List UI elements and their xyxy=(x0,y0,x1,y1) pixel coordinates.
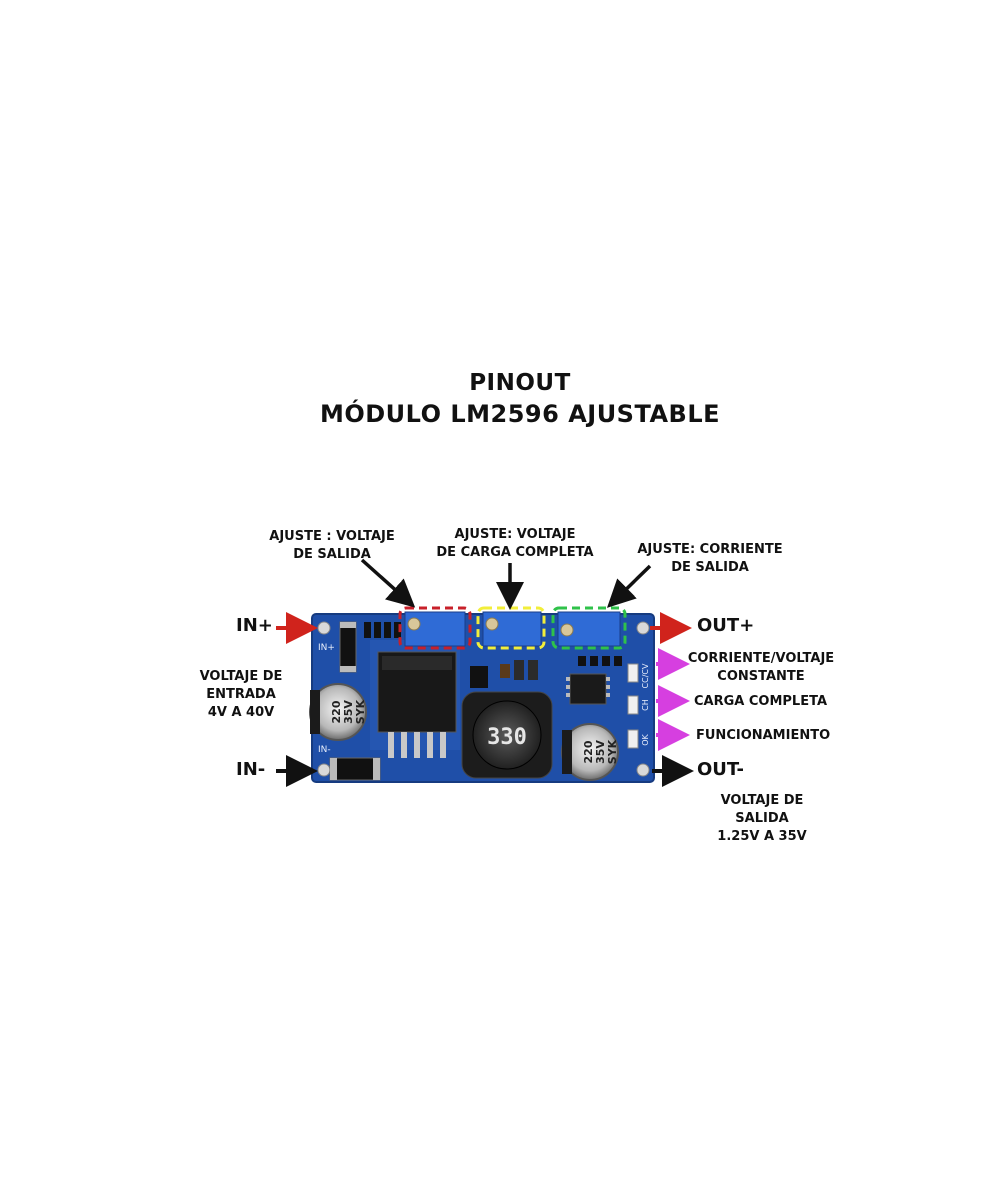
label-in-plus: IN+ xyxy=(236,615,273,636)
label-adjust-full-charge-line2: DE CARGA COMPLETA xyxy=(436,545,594,560)
label-adjust-output-current-line2: DE SALIDA xyxy=(671,560,749,575)
label-adjust-output-voltage-line2: DE SALIDA xyxy=(293,547,371,562)
smd-components xyxy=(500,656,622,680)
label-out-plus: OUT+ xyxy=(697,615,755,636)
capacitor-left-marking-3: SYK xyxy=(354,699,367,724)
diode-top xyxy=(339,621,357,673)
smd-resistors xyxy=(364,622,401,638)
inductor: 330 xyxy=(461,691,553,779)
led-charge xyxy=(627,695,639,715)
label-adjust-full-charge: AJUSTE: VOLTAJE DE CARGA COMPLETA xyxy=(425,526,605,562)
silk-ch: CH xyxy=(641,699,650,711)
capacitor-right-marking-3: SYK xyxy=(606,739,619,764)
label-led-cc-cv-line1: CORRIENTE/VOLTAJE xyxy=(687,651,835,666)
silk-in-minus: IN- xyxy=(318,745,331,755)
label-in-minus: IN- xyxy=(236,759,266,780)
label-led-cc-cv-line2: CONSTANTE xyxy=(717,669,805,684)
capacitor-left: 220 35V SYK xyxy=(309,683,367,741)
label-led-cc-cv: CORRIENTE/VOLTAJE CONSTANTE xyxy=(686,650,836,686)
highlight-box-red xyxy=(398,606,472,650)
diode-bottom xyxy=(329,757,381,781)
inductor-marking: 330 xyxy=(487,725,527,750)
arrow-adjust-output-current xyxy=(606,564,652,608)
arrow-adjust-output-voltage xyxy=(360,558,416,608)
capacitor-right-marking-2: 35V xyxy=(594,740,607,764)
label-led-charge: CARGA COMPLETA xyxy=(694,694,828,709)
label-adjust-output-current-line1: AJUSTE: CORRIENTE xyxy=(637,542,783,557)
capacitor-left-marking-2: 35V xyxy=(342,700,355,724)
capacitor-left-marking-1: 220 xyxy=(330,700,343,723)
title-line-1: PINOUT xyxy=(469,370,571,396)
label-out-minus: OUT- xyxy=(697,759,745,780)
label-output-voltage-line3: 1.25V A 35V xyxy=(717,829,807,844)
label-input-voltage: VOLTAJE DE ENTRADA 4V A 40V xyxy=(186,668,296,722)
label-output-voltage-line1: VOLTAJE DE xyxy=(720,793,804,808)
label-input-voltage-line2: ENTRADA xyxy=(206,687,276,702)
pad-in-minus xyxy=(317,763,331,777)
capacitor-right-marking-1: 220 xyxy=(582,740,595,763)
led-cc-cv xyxy=(627,663,639,683)
highlight-box-green xyxy=(551,606,627,650)
label-output-voltage-line2: SALIDA xyxy=(735,811,789,826)
silk-cc-cv: CC/CV xyxy=(641,663,650,688)
silk-in-plus: IN+ xyxy=(318,643,335,653)
transistor xyxy=(470,666,488,688)
title-line-2: MÓDULO LM2596 AJUSTABLE xyxy=(319,400,721,428)
potentiometer-full-charge[interactable] xyxy=(482,611,542,647)
label-adjust-output-voltage-line1: AJUSTE : VOLTAJE xyxy=(269,529,395,544)
label-adjust-full-charge-line1: AJUSTE: VOLTAJE xyxy=(454,527,576,542)
pad-in-plus xyxy=(317,621,331,635)
label-input-voltage-line1: VOLTAJE DE xyxy=(199,669,283,684)
pad-out-minus xyxy=(636,763,650,777)
label-led-operation: FUNCIONAMIENTO xyxy=(696,728,831,743)
control-ic xyxy=(566,673,610,705)
potentiometer-output-voltage[interactable] xyxy=(404,611,466,647)
pad-out-plus xyxy=(636,621,650,635)
regulator-chip xyxy=(377,651,457,758)
label-adjust-output-voltage: AJUSTE : VOLTAJE DE SALIDA xyxy=(258,528,406,564)
led-operation xyxy=(627,729,639,749)
label-input-voltage-line3: 4V A 40V xyxy=(207,705,275,720)
capacitor-right: 220 35V SYK xyxy=(561,723,619,781)
potentiometer-output-current[interactable] xyxy=(557,611,621,647)
silk-ok: OK xyxy=(641,733,650,745)
label-output-voltage: VOLTAJE DE SALIDA 1.25V A 35V xyxy=(700,792,824,846)
label-adjust-output-current: AJUSTE: CORRIENTE DE SALIDA xyxy=(630,541,790,577)
